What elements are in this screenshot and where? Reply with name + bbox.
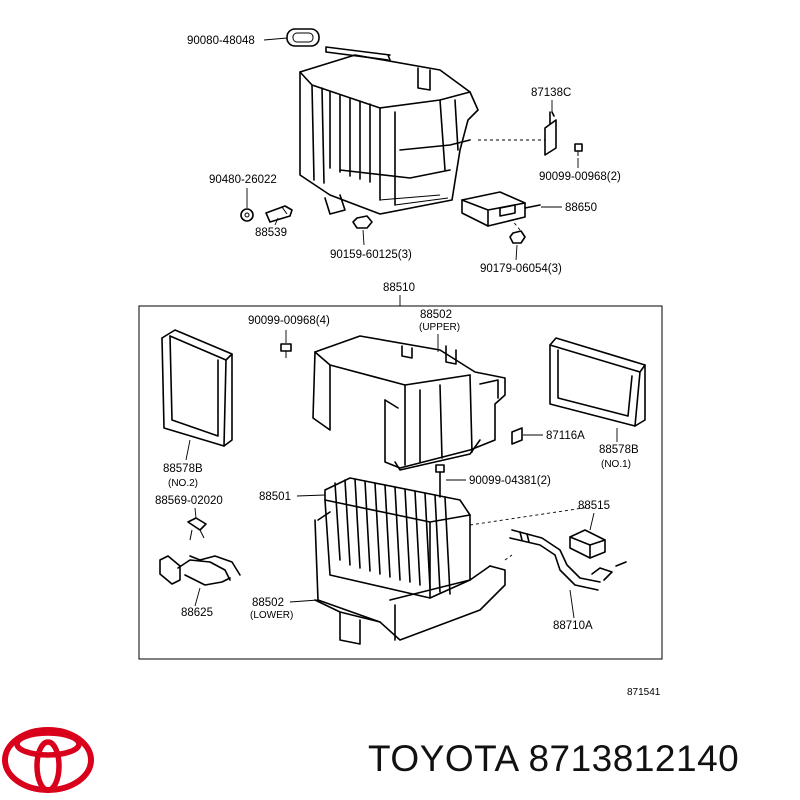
upper-case bbox=[312, 335, 506, 471]
label-90099-00968-2: 90099-00968(2) bbox=[539, 171, 621, 183]
label-87138C: 87138C bbox=[531, 87, 571, 99]
figure-number: 871541 bbox=[627, 687, 661, 698]
label-90099-04381-2: 90099-04381(2) bbox=[469, 475, 551, 487]
bolt-90099-04381 bbox=[435, 464, 445, 498]
sensor-88625 bbox=[159, 555, 241, 586]
label-88510: 88510 bbox=[383, 282, 415, 294]
label-upper: (UPPER) bbox=[419, 322, 460, 333]
top-rod bbox=[325, 46, 391, 61]
label-88502-upper: 88502 bbox=[420, 309, 452, 321]
bolt-90159 bbox=[352, 215, 373, 229]
label-88578B-no1: 88578B bbox=[599, 444, 639, 456]
label-90159-60125-3: 90159-60125(3) bbox=[330, 249, 412, 261]
grommet-part bbox=[286, 28, 320, 47]
label-90099-00968-4: 90099-00968(4) bbox=[248, 315, 330, 327]
hose-88539 bbox=[265, 205, 293, 223]
label-no2: (NO.2) bbox=[168, 478, 198, 489]
label-90480-26022: 90480-26022 bbox=[209, 174, 277, 186]
label-88539: 88539 bbox=[255, 227, 287, 239]
screw-90099-4 bbox=[280, 343, 292, 358]
nut-90179 bbox=[509, 230, 526, 244]
label-88502-lower: 88502 bbox=[252, 597, 284, 609]
lower-case bbox=[314, 511, 506, 645]
label-88569-02020: 88569-02020 bbox=[155, 495, 223, 507]
top-labels: 90080-48048 87138C 90099-00968(2) 90480-… bbox=[187, 35, 621, 275]
screw-small-top bbox=[574, 143, 583, 156]
label-88625: 88625 bbox=[181, 607, 213, 619]
top-assembly bbox=[240, 28, 583, 244]
label-90080-48048: 90080-48048 bbox=[187, 35, 255, 47]
label-no1: (NO.1) bbox=[601, 459, 631, 470]
frame-no2 bbox=[161, 329, 233, 447]
assembly-box bbox=[138, 305, 663, 660]
pipe-88710A bbox=[509, 529, 627, 591]
brand-part-number: TOYOTA 8713812140 bbox=[368, 738, 740, 779]
clip-87116A bbox=[511, 427, 523, 445]
thermistor-88515 bbox=[569, 529, 606, 559]
label-lower: (LOWER) bbox=[250, 610, 293, 621]
frame-no1 bbox=[549, 337, 646, 427]
label-90179-06054-3: 90179-06054(3) bbox=[480, 263, 562, 275]
clip-88569 bbox=[187, 517, 207, 541]
label-88578B-no2: 88578B bbox=[163, 463, 203, 475]
label-87116A: 87116A bbox=[546, 430, 585, 442]
grommet-90480 bbox=[240, 208, 254, 222]
label-88501: 88501 bbox=[259, 491, 291, 503]
boxed-parts bbox=[159, 329, 646, 645]
bracket-87138C bbox=[544, 111, 557, 156]
boxed-labels: 90099-00968(4) 88502 (UPPER) 87116A 8857… bbox=[155, 309, 639, 632]
toyota-logo-icon bbox=[2, 727, 94, 793]
evaporator-88501 bbox=[324, 477, 471, 599]
label-88515: 88515 bbox=[578, 500, 610, 512]
label-88710A: 88710A bbox=[553, 620, 593, 632]
label-88650: 88650 bbox=[565, 202, 597, 214]
unit-housing-top bbox=[299, 54, 479, 215]
module-88650 bbox=[461, 191, 541, 227]
